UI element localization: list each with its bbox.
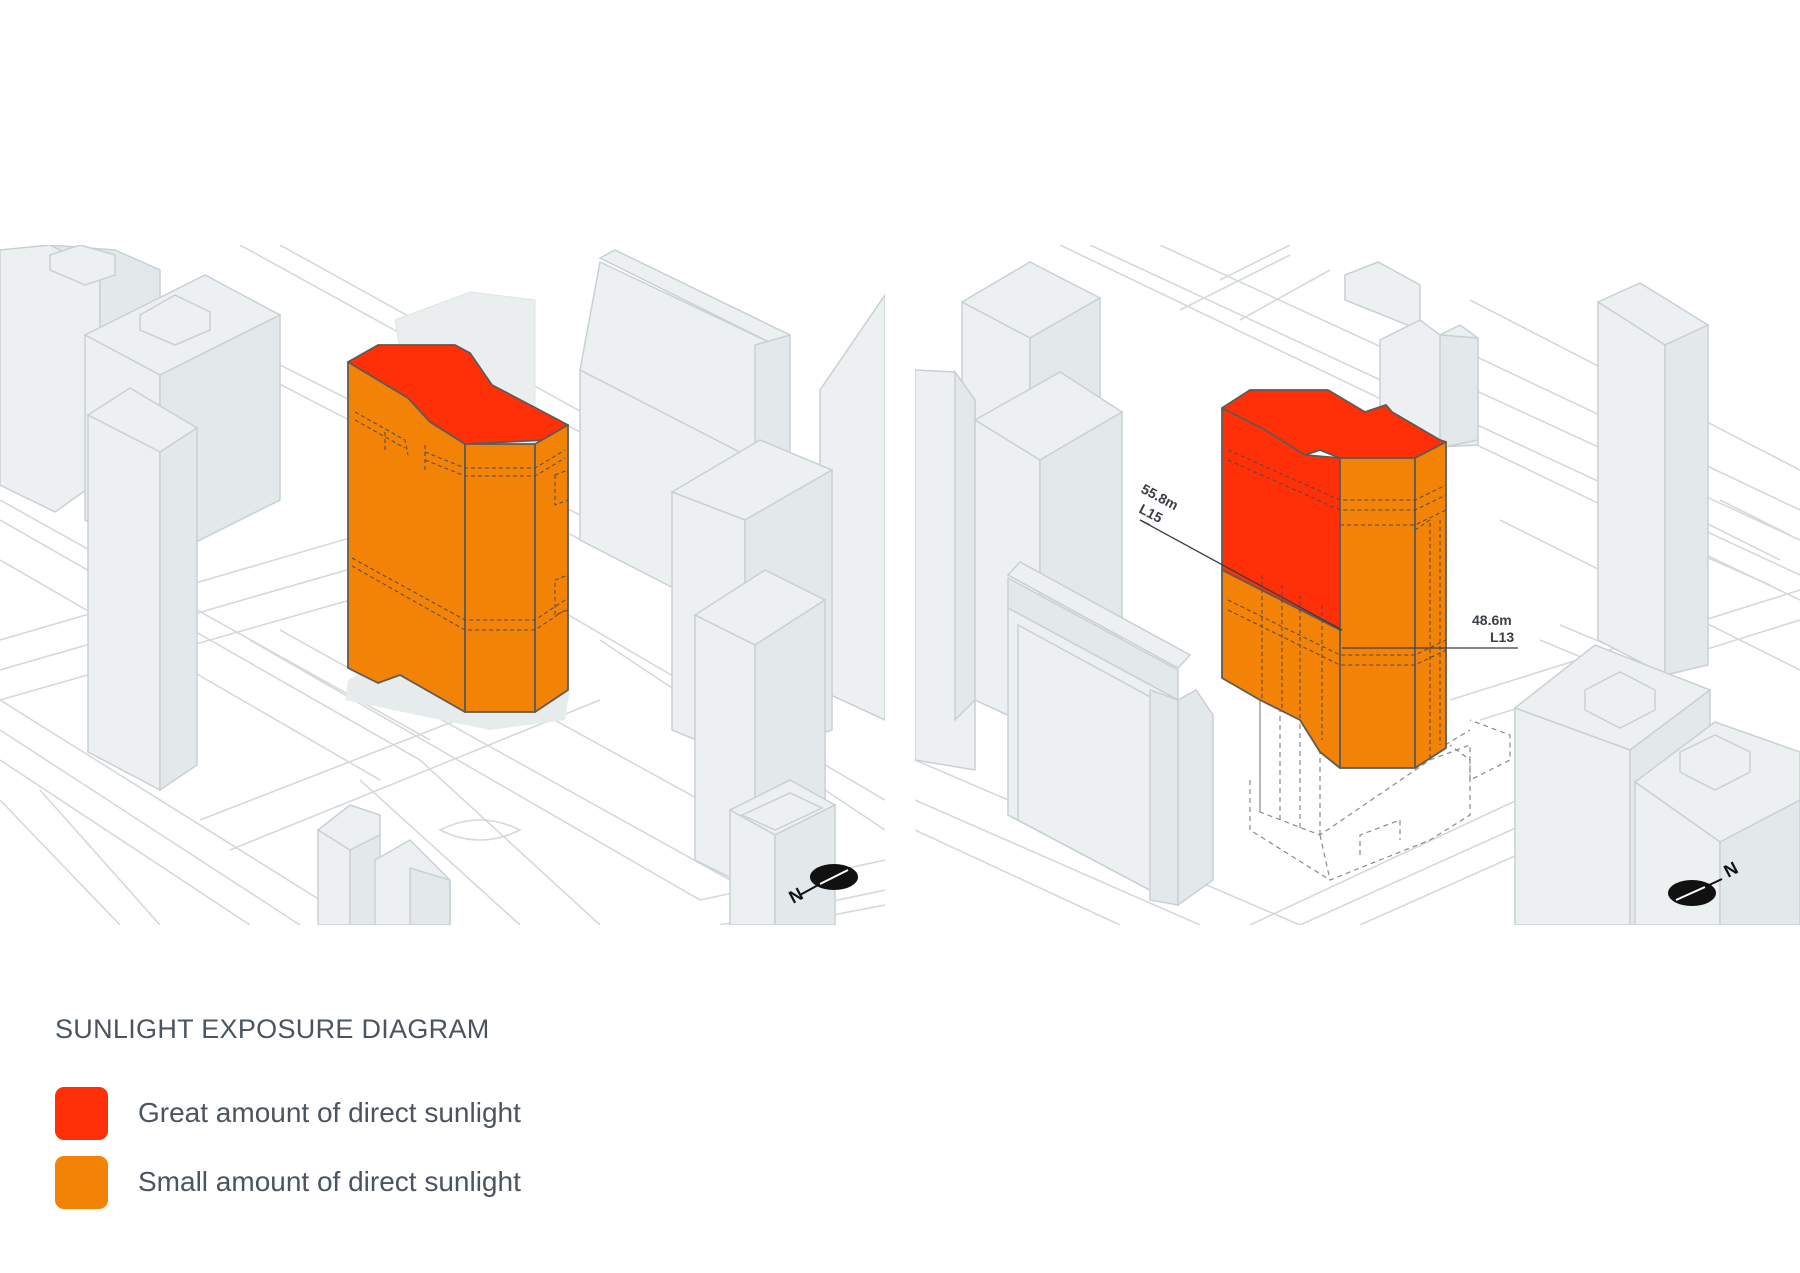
legend-swatch-great — [55, 1086, 108, 1140]
left-panel: N — [0, 245, 885, 925]
height-annotations — [1139, 519, 1518, 649]
annotation-lower-level: L13 — [1490, 629, 1514, 645]
legend-label-great: Great amount of direct sunlight — [138, 1097, 521, 1128]
compass-left: N — [785, 864, 858, 908]
tower-left-right-face — [534, 424, 569, 713]
building-right-front-far-right — [1633, 721, 1800, 925]
right-panel: 55.8m L15 48.6m L13 N — [915, 245, 1800, 925]
annotation-lower-height: 48.6m — [1472, 612, 1512, 628]
building-right-back-center — [1344, 261, 1479, 451]
legend-swatch-small — [55, 1155, 108, 1209]
legend-label-small: Small amount of direct sunlight — [138, 1166, 521, 1197]
building-right-left-edge — [915, 369, 976, 771]
building-left-tall — [86, 387, 199, 792]
building-left-bottom-right — [728, 779, 837, 925]
legend-item-great: Great amount of direct sunlight — [55, 1086, 521, 1140]
building-right-front-left — [1006, 561, 1214, 907]
legend-item-small: Small amount of direct sunlight — [55, 1155, 521, 1209]
legend-title: SUNLIGHT EXPOSURE DIAGRAM — [55, 1014, 490, 1044]
main-tower-right — [1221, 389, 1447, 769]
tower-right-roof — [1221, 389, 1447, 459]
building-right-tall-right — [1596, 282, 1710, 677]
tower-right-mid-face — [1339, 457, 1416, 769]
tower-left-mid-face — [464, 443, 536, 713]
building-left-bottom-center — [316, 804, 451, 925]
main-tower-left — [347, 344, 569, 713]
